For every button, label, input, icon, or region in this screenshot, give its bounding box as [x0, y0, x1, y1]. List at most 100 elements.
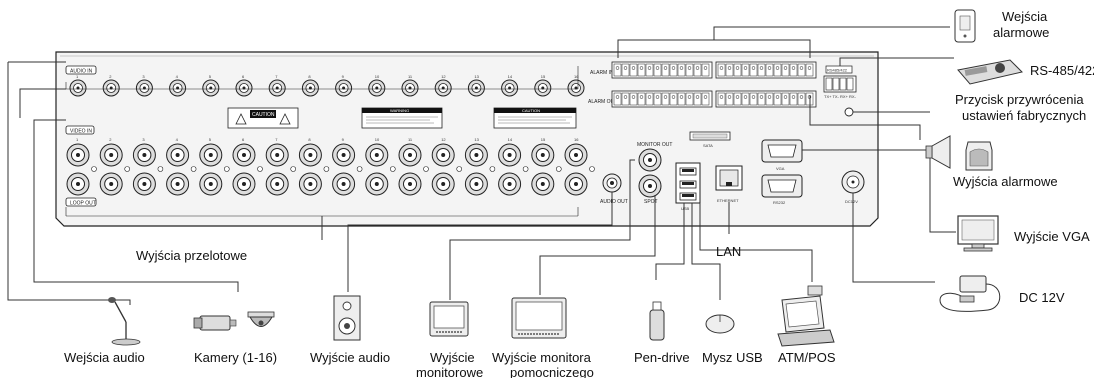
monitor-icon [430, 302, 468, 336]
loop-out-bnc [465, 173, 487, 195]
loop-out-bnc [266, 173, 288, 195]
rs485-terminal: RS485/422 TX+ TX- RX+ RX- [824, 66, 857, 99]
loop-out-bnc [67, 173, 89, 195]
lan-label: LAN [716, 244, 741, 259]
sata-panel-label: SATA [703, 143, 713, 148]
factory-reset-label-1: Przycisk przywrócenia [955, 92, 1084, 107]
mount-hole [424, 167, 429, 172]
alarm-inputs-label-1: Wejścia [1002, 9, 1048, 24]
loop-out-bnc [299, 173, 321, 195]
video-in-bnc [333, 144, 355, 166]
loop-out-bnc [366, 173, 388, 195]
video-in-bnc [565, 144, 587, 166]
microphone-icon [108, 297, 140, 345]
rs485-panel-label: RS485/422 [827, 68, 848, 73]
loop-out-label: LOOP OUT [70, 201, 96, 207]
factory-reset-label-2: ustawień fabrycznych [962, 108, 1086, 123]
camera-icon [194, 316, 236, 330]
video-in-bnc [67, 144, 89, 166]
pendrive-label: Pen-drive [634, 350, 690, 365]
video-in-label: VIDEO IN [70, 129, 92, 135]
audio-out-label: Wyjście audio [310, 350, 390, 365]
video-in-bnc [100, 144, 122, 166]
loop-out-bnc [532, 173, 554, 195]
alarm-inputs-label-2: alarmowe [993, 25, 1049, 40]
audio-in-jack [136, 80, 152, 96]
caution-sticker: CAUTION [228, 108, 298, 128]
video-in-bnc [133, 144, 155, 166]
mount-hole [390, 167, 395, 172]
audio-in-jack [336, 80, 352, 96]
loop-out-bnc [565, 173, 587, 195]
mount-hole [457, 167, 462, 172]
spot-bnc [639, 175, 661, 197]
loop-out-bnc [233, 173, 255, 195]
mount-hole [224, 167, 229, 172]
video-in-bnc [465, 144, 487, 166]
ptz-keyboard-icon [958, 60, 1022, 84]
rs232-panel-label: RS232 [773, 200, 786, 205]
ethernet-panel-label: ETHERNET [717, 198, 739, 203]
mount-hole [158, 167, 163, 172]
video-in-bnc [266, 144, 288, 166]
dc-socket [842, 171, 864, 193]
monitor-out-bnc [639, 149, 661, 171]
video-in-bnc [532, 144, 554, 166]
caution-text: CAUTION [252, 112, 275, 118]
mount-hole [291, 167, 296, 172]
loop-out-bnc [333, 173, 355, 195]
audio-in-jack [568, 80, 584, 96]
aux-monitor-label-1: Wyjście monitora [492, 350, 592, 365]
rs485-label: RS-485/422 [1030, 63, 1094, 78]
loop-out-bnc [399, 173, 421, 195]
loop-out-bnc [100, 173, 122, 195]
mount-hole [357, 167, 362, 172]
alarm-in-panel-label: ALARM IN [590, 70, 614, 76]
sata-connector [690, 132, 730, 140]
rs485-pins-label: TX+ TX- RX+ RX- [824, 94, 857, 99]
audio-channel-number: 13 [474, 74, 479, 79]
warning-sticker-1: WARNING [362, 108, 442, 128]
power-adapter-icon [940, 276, 1000, 311]
speaker-icon [334, 296, 360, 340]
audio-in-jack [203, 80, 219, 96]
factory-reset-button [845, 108, 853, 116]
monitor-out-label-2: monitorowe [416, 365, 483, 378]
terminal-block [612, 62, 712, 78]
video-in-bnc [200, 144, 222, 166]
audio-in-jack [103, 80, 119, 96]
warning-2-text: CAUTION [522, 108, 540, 113]
audio-channel-number: 16 [574, 74, 579, 79]
vga-port [762, 140, 802, 162]
video-in-bnc [499, 144, 521, 166]
dome-camera-icon [248, 312, 274, 327]
aux-monitor-icon [512, 298, 566, 338]
loop-out-bnc [200, 173, 222, 195]
video-channel-number: 10 [375, 137, 380, 142]
warning-1-text: WARNING [390, 108, 409, 113]
loop-out-bnc [133, 173, 155, 195]
audio-channel-number: 10 [375, 74, 380, 79]
terminal-block [716, 91, 816, 107]
motion-detector-icon [966, 142, 992, 170]
vga-panel-label: VGA [776, 166, 785, 171]
vga-out-label: Wyjście VGA [1014, 229, 1090, 244]
audio-channel-number: 12 [441, 74, 446, 79]
cameras-label: Kamery (1-16) [194, 350, 277, 365]
audio-in-jack [502, 80, 518, 96]
video-in-bnc [432, 144, 454, 166]
aux-monitor-label-2: pomocniczego [510, 365, 594, 378]
spot-panel-label: SPOT [644, 199, 658, 205]
usb-ports [676, 163, 700, 203]
video-channel-number: 13 [474, 137, 479, 142]
monitor-out-panel-label: MONITOR OUT [637, 142, 672, 148]
video-in-bnc [167, 144, 189, 166]
dc-label: DC 12V [1019, 290, 1065, 305]
audio-out-panel-label: AUDIO OUT [600, 199, 628, 205]
ethernet-port [716, 166, 742, 190]
alarm-outputs-label: Wyjścia alarmowe [953, 174, 1058, 189]
mount-hole [125, 167, 130, 172]
loop-out-bnc [499, 173, 521, 195]
dc-panel-label: DC12V [845, 199, 858, 204]
